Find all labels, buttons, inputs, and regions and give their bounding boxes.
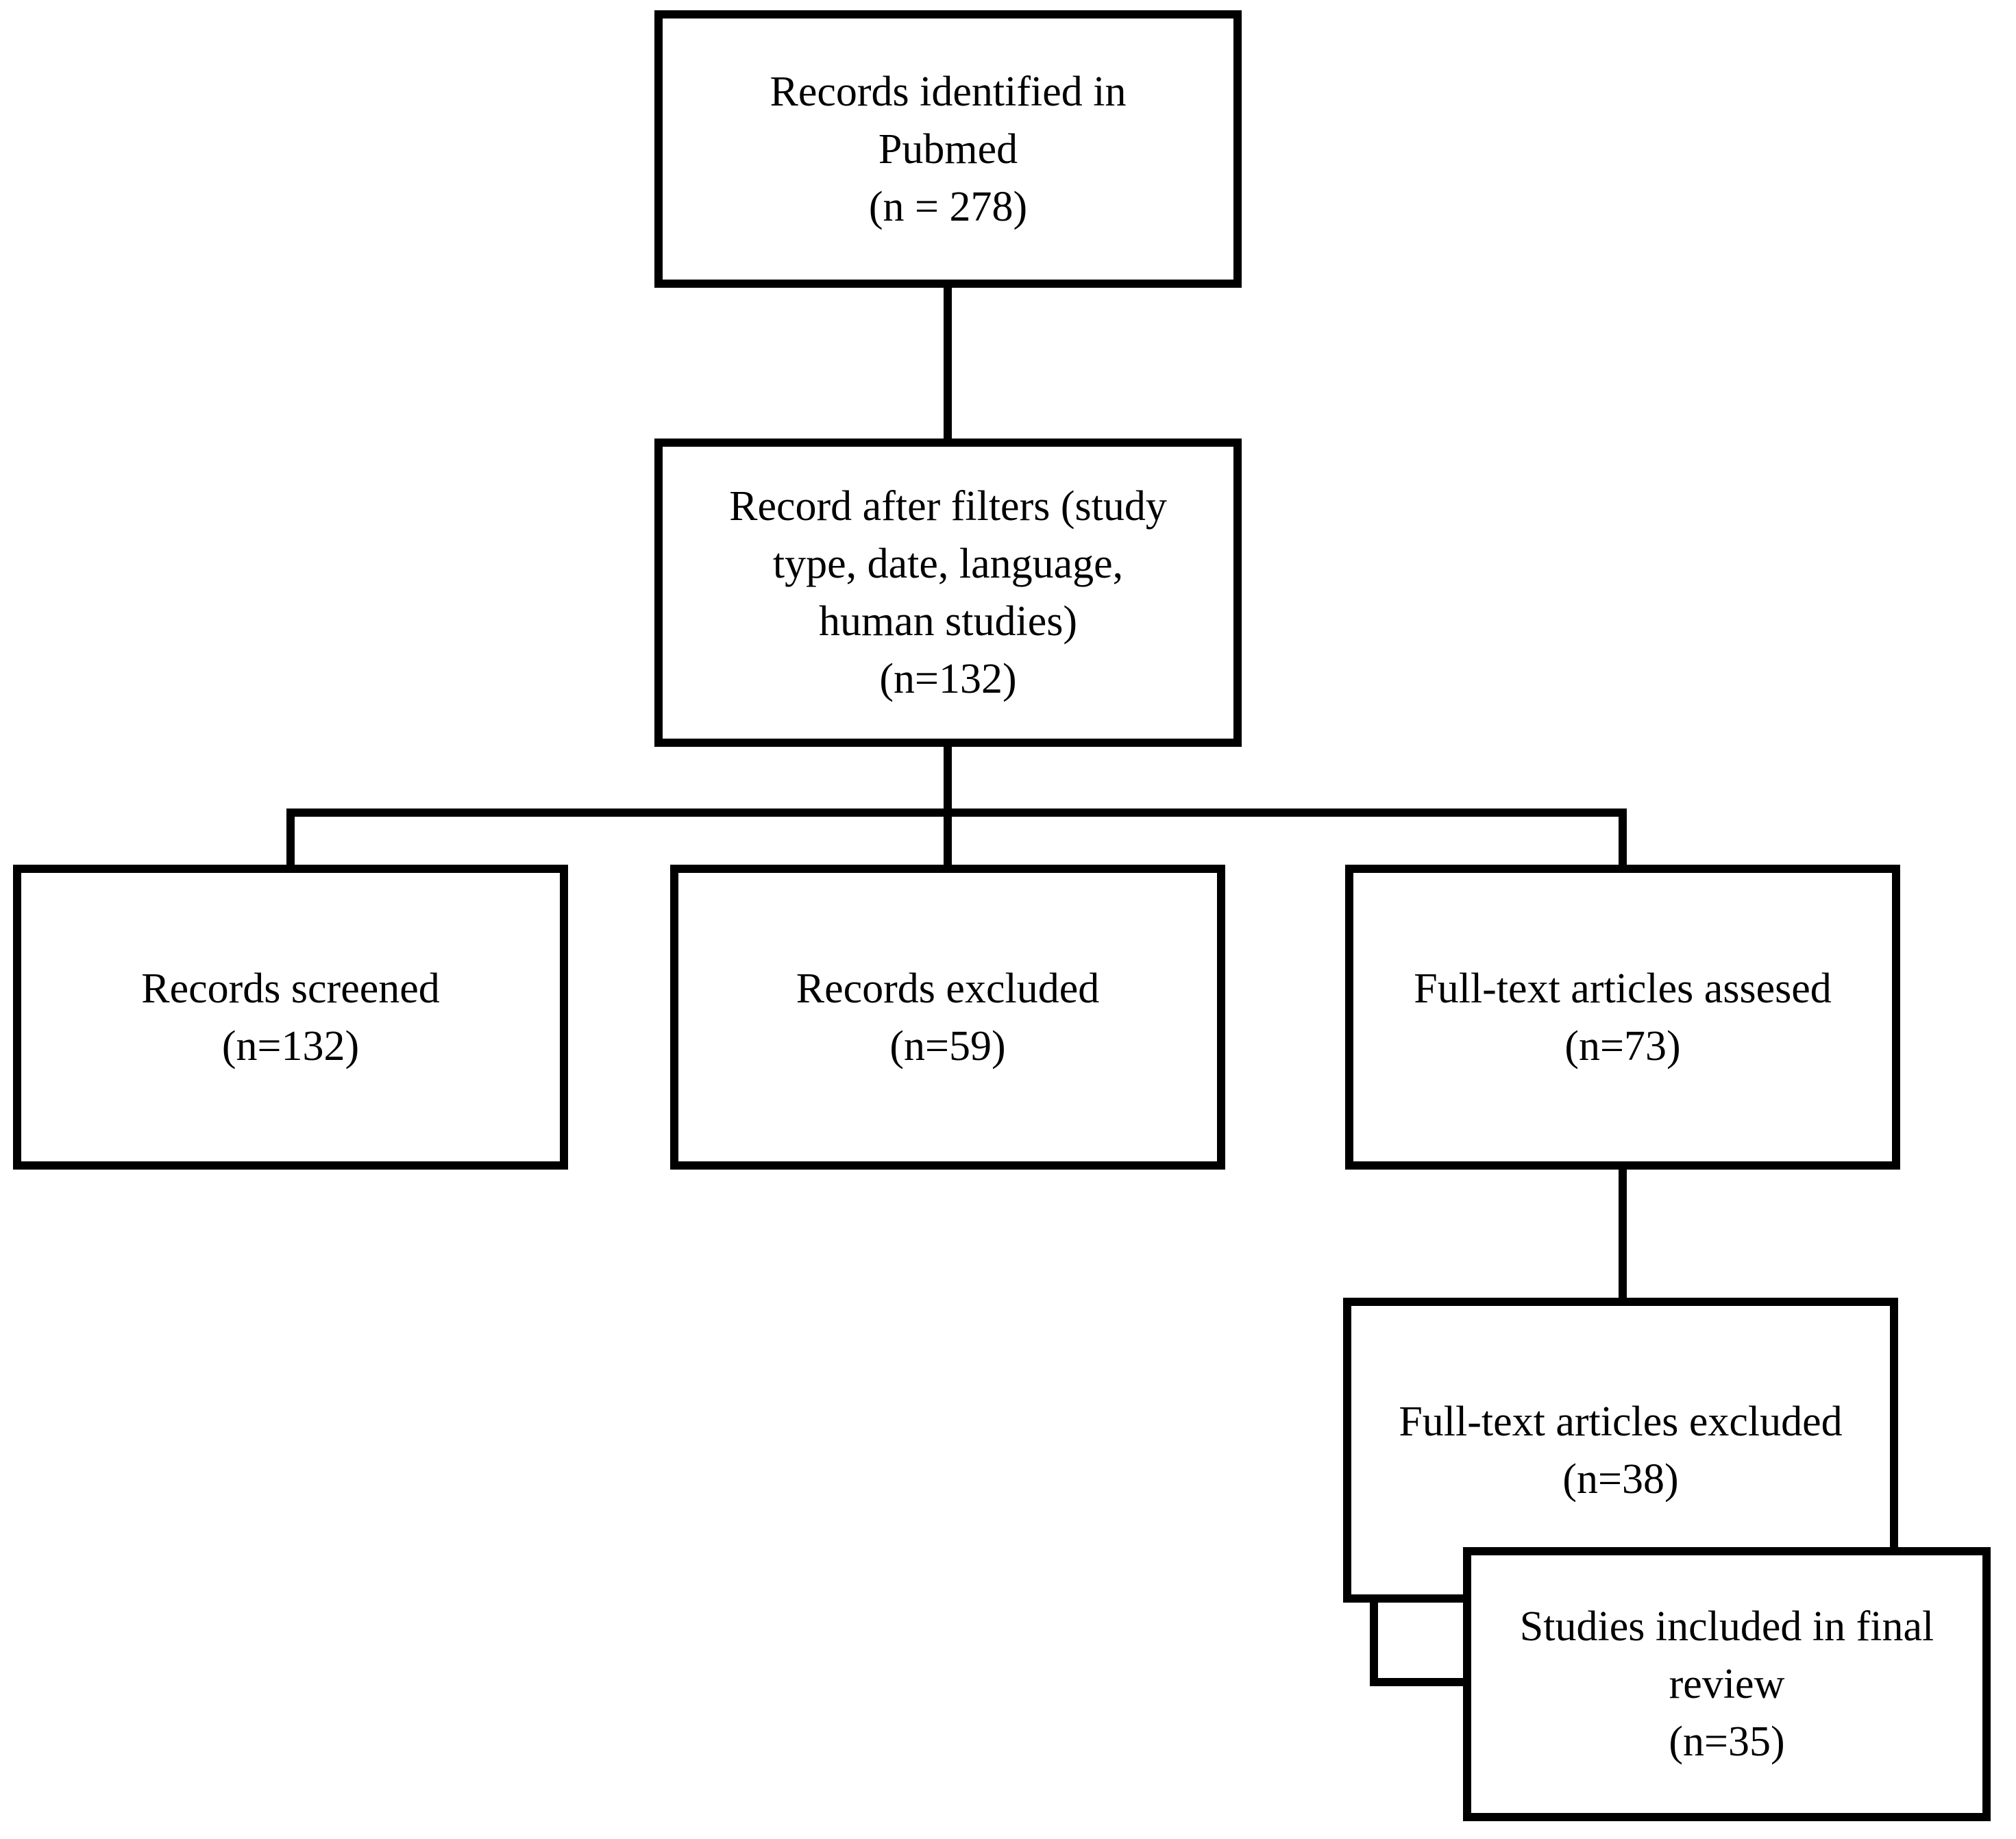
box-fulltext-assessed: Full-text articles assesed (n=73) [1345,865,1900,1170]
box-text-line: review [1669,1661,1785,1707]
box-text-line: Pubmed [878,125,1018,173]
box-text-line: Records excluded [796,965,1100,1012]
box-text-line: (n=132) [221,1022,360,1070]
box-text-line: (n=132) [879,656,1017,702]
branch-drop-screened [286,815,295,869]
box-studies-included: Studies included in final review (n=35) [1463,1547,1991,1821]
box-text-line: type, date, language, [772,541,1124,587]
connector-filters-branch-stem [944,743,952,817]
box-fulltext-excluded: Full-text articles excluded (n=38) [1343,1298,1898,1603]
box-record-after-filters: Record after filters (study type, date, … [654,439,1242,747]
box-text-line: (n = 278) [868,183,1028,230]
box-text-line: Record after filters (study [729,483,1167,530]
box-text-line: (n=59) [889,1022,1006,1070]
box-text-line: human studies) [818,598,1078,645]
connector-excluded-elbow-vertical [1370,1600,1378,1686]
branch-drop-assessed [1619,815,1627,869]
connector-excluded-elbow-horizontal [1370,1678,1467,1686]
branch-drop-excluded [944,815,952,869]
box-text-line: Full-text articles assesed [1414,965,1832,1012]
box-records-identified: Records identified in Pubmed (n = 278) [654,10,1242,288]
box-text-line: (n=35) [1669,1718,1785,1765]
box-records-screened: Records screened (n=132) [13,865,568,1170]
box-text-line: Studies included in final [1519,1603,1934,1650]
box-records-excluded: Records excluded (n=59) [670,865,1225,1170]
box-text-line: Full-text articles excluded [1399,1398,1843,1445]
box-text-line: (n=73) [1564,1022,1681,1070]
box-text-line: (n=38) [1562,1455,1679,1503]
connector-assessed-to-excluded [1619,1167,1627,1302]
box-text-line: Records identified in [770,68,1127,115]
box-text-line: Records screened [141,965,440,1012]
connector-identified-to-filters [944,286,952,444]
branch-line [286,809,1627,817]
